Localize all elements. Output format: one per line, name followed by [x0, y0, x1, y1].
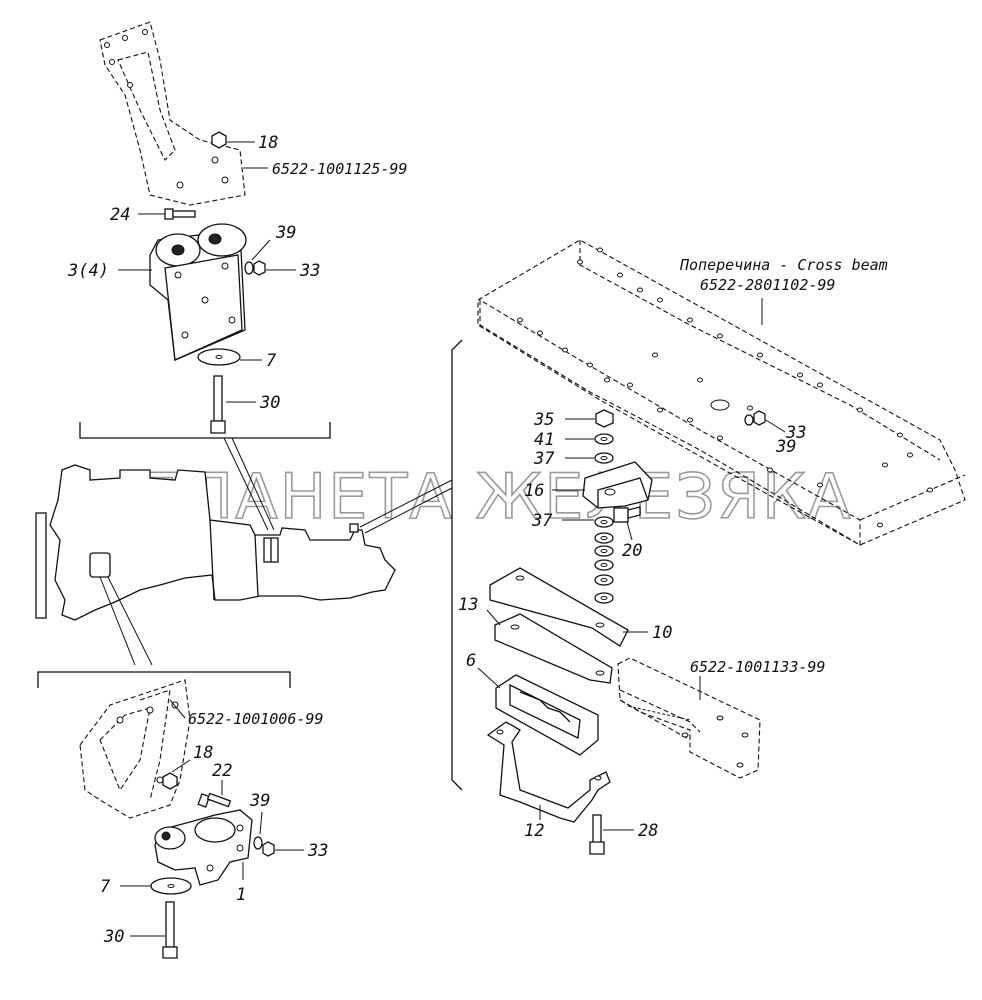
- washer-7-top: [197, 348, 262, 366]
- callout-12: 12: [524, 821, 544, 841]
- bolt-30-top: [210, 375, 256, 434]
- callout-3-4: 3(4): [67, 261, 109, 281]
- watermark-text: ПЛАНЕТА ЖЕЛЕЗЯКА: [138, 460, 852, 533]
- cross-beam-holes: [517, 247, 933, 528]
- u-bracket-12: [486, 721, 611, 823]
- callout-33-crossbeam: 33: [785, 423, 806, 443]
- callout-20: 20: [622, 541, 642, 561]
- callout-6: 6: [466, 651, 476, 671]
- callout-39-bottom: 39: [249, 791, 270, 811]
- callout-30-top: 30: [259, 393, 280, 413]
- callout-18-top: 18: [258, 133, 278, 153]
- washer-37-top: [565, 452, 614, 464]
- callout-24: 24: [110, 205, 130, 225]
- washer-39-nut-33-crossbeam: [744, 410, 786, 433]
- callout-7-bottom: 7: [100, 877, 111, 897]
- engine-mount-3-4: [118, 223, 247, 361]
- bolt-24: [138, 208, 196, 220]
- washer-39-nut-33-bottom: [253, 811, 304, 857]
- pad-13: [486, 609, 613, 684]
- callout-39-crossbeam: 39: [775, 437, 796, 457]
- rubber-block-6: [477, 667, 599, 756]
- part-number-6522-1001006: 6522-1001006-99: [188, 710, 323, 728]
- callout-35: 35: [533, 410, 554, 430]
- callout-28: 28: [638, 821, 658, 841]
- callout-22: 22: [212, 761, 232, 781]
- nut-18-top: [211, 131, 255, 149]
- nut-18-bottom: [162, 759, 191, 790]
- callout-16: 16: [524, 481, 544, 501]
- bottom-left-mount-group: 6522-1001006-99 18 22 1 39: [79, 679, 328, 959]
- bolt-28: [589, 814, 634, 855]
- washer-7-bottom: [120, 877, 192, 895]
- plate-10: [489, 567, 648, 647]
- callout-30-bottom: 30: [103, 927, 124, 947]
- right-bracket-6522-1001133: [617, 657, 761, 779]
- top-left-mount-group: 18 6522-1001125-99 24 3(4): [67, 21, 407, 439]
- callout-37-top: 37: [533, 449, 555, 469]
- callout-13: 13: [458, 595, 478, 615]
- right-group-bracket: [451, 339, 463, 791]
- cross-beam-part-number: 6522-2801102-99: [700, 276, 835, 294]
- callout-41: 41: [534, 430, 554, 450]
- callout-10: 10: [652, 623, 672, 643]
- cross-beam-6522-2801102: [477, 239, 966, 546]
- callout-33-top: 33: [299, 261, 320, 281]
- callout-18-bottom: 18: [193, 743, 213, 763]
- washer-41: [565, 433, 614, 445]
- part-number-6522-1001133: 6522-1001133-99: [690, 658, 825, 676]
- bolt-30-bottom: [130, 901, 178, 959]
- callout-37-bottom: 37: [531, 511, 553, 531]
- upper-bracket-6522-1001125: [99, 21, 246, 206]
- lower-bracket-6522-1001006: [79, 679, 191, 819]
- callout-39-top: 39: [275, 223, 296, 243]
- part-number-6522-1001125: 6522-1001125-99: [272, 160, 407, 178]
- washer-stack-37: [562, 516, 614, 604]
- cross-beam-title: Поперечина - Cross beam: [679, 256, 888, 274]
- callout-33-bottom: 33: [307, 841, 328, 861]
- callout-7-top: 7: [266, 351, 277, 371]
- bolt-22: [197, 780, 232, 808]
- clamp-plate-16: [552, 461, 653, 509]
- nut-35: [565, 409, 614, 428]
- washer-39-nut-33-top: [244, 239, 296, 276]
- engine-transmission-silhouette: [35, 437, 453, 666]
- callout-1: 1: [236, 885, 246, 905]
- bolt-20: [613, 506, 641, 541]
- engine-mount-1: [154, 809, 253, 886]
